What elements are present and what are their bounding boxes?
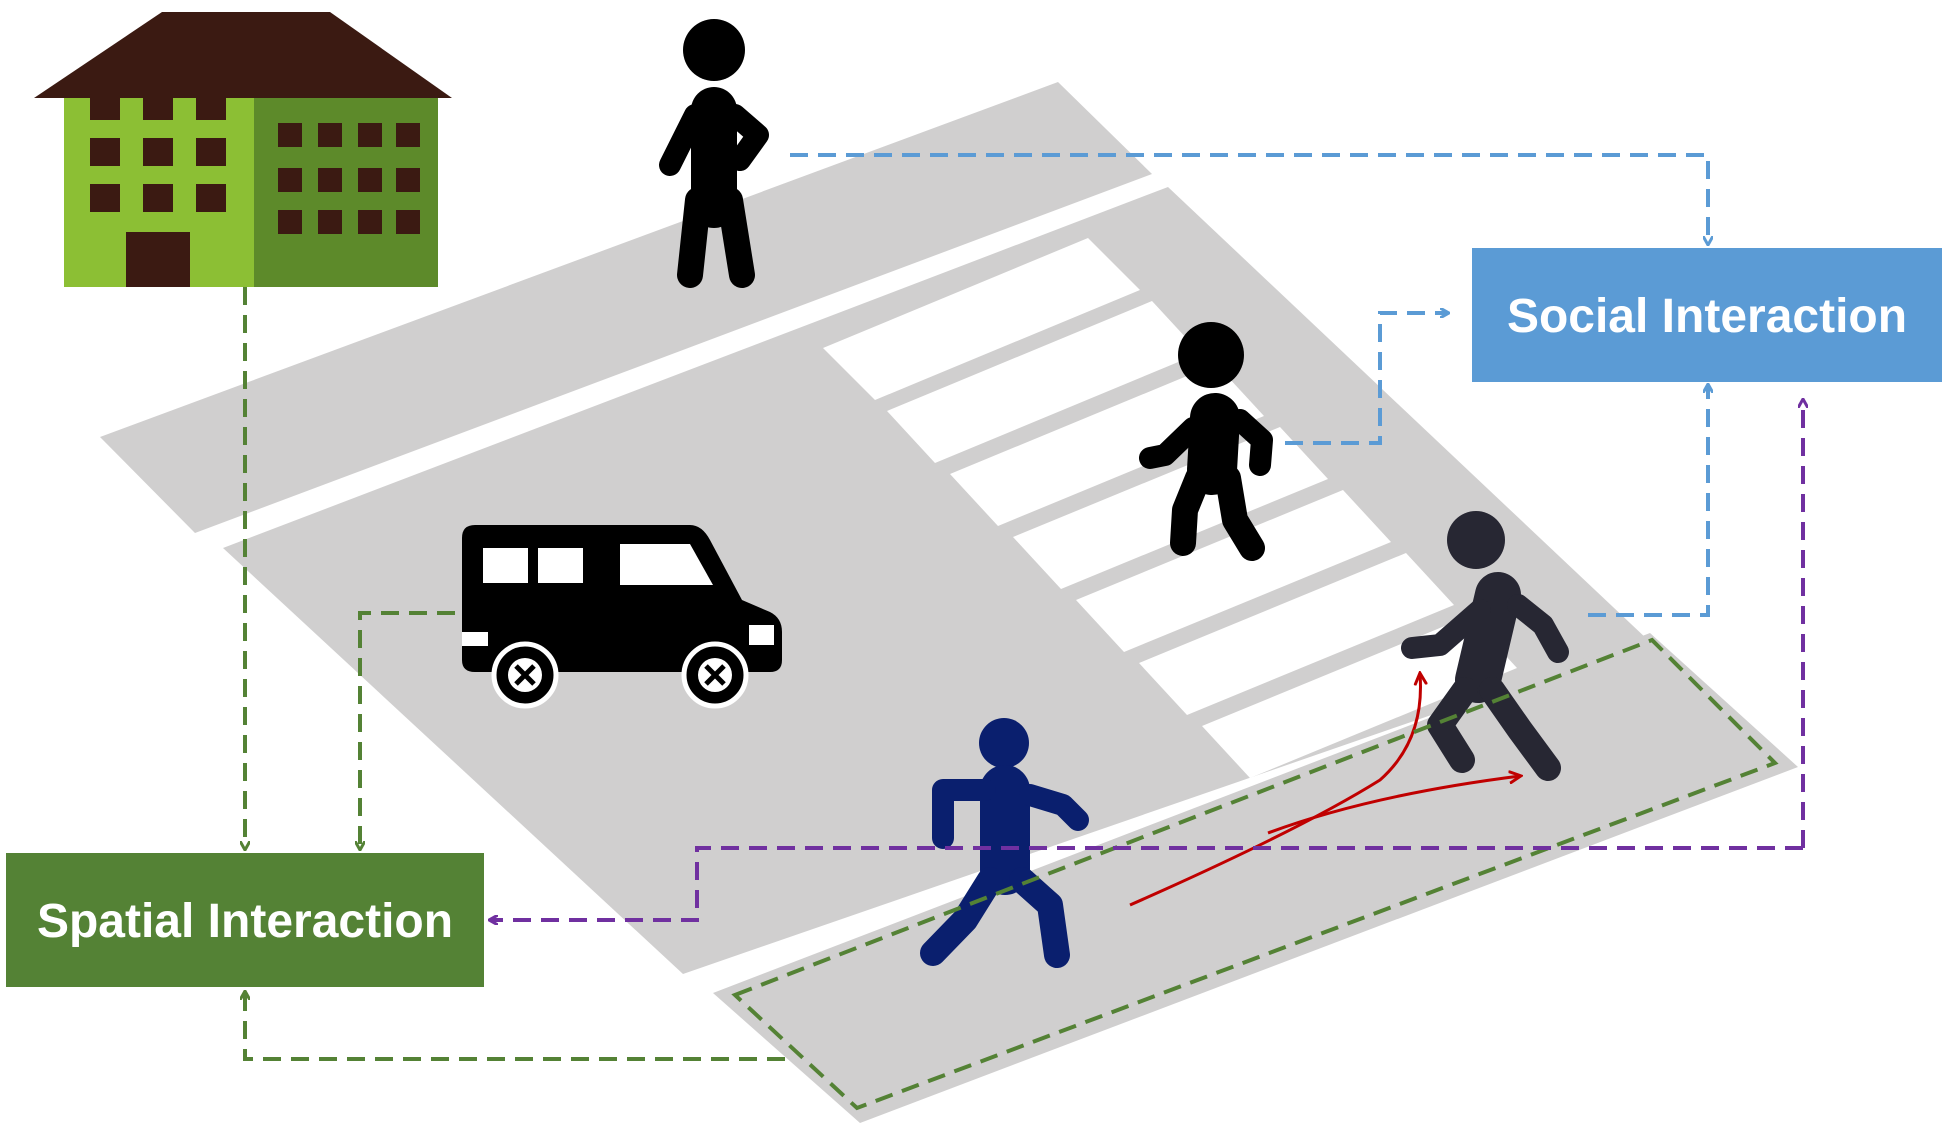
spatial-interaction-label: Spatial Interaction xyxy=(37,895,453,948)
spatial-links xyxy=(245,287,785,1061)
target-links xyxy=(490,400,1803,920)
target-pedestrian-icon xyxy=(920,718,1089,968)
predicted-trajectories xyxy=(1129,674,1520,907)
crossing-pedestrian-icon xyxy=(1139,322,1273,561)
social-interaction-label: Social Interaction xyxy=(1507,290,1907,343)
trajectory-arrow-lower xyxy=(1267,776,1520,835)
roadway xyxy=(223,187,1648,974)
link-nearby-to-social xyxy=(1588,385,1708,617)
van-wheel-rear xyxy=(491,641,559,709)
link-van-to-spatial xyxy=(360,611,455,849)
trajectory-arrow-upper xyxy=(1129,674,1421,907)
link-crossing-to-social xyxy=(1285,313,1448,445)
link-sidewalk-to-spatial xyxy=(245,992,785,1061)
building-icon xyxy=(34,12,452,287)
walkable-area-outline xyxy=(731,637,1779,1111)
spatial-interaction-box: Spatial Interaction xyxy=(6,853,484,987)
van-wheel-front xyxy=(681,641,749,709)
nearby-pedestrian-icon xyxy=(1401,511,1569,781)
pedestrian-icon xyxy=(659,19,769,288)
crosswalk xyxy=(823,238,1517,778)
van-icon xyxy=(462,525,782,709)
social-interaction-box: Social Interaction xyxy=(1472,248,1942,382)
social-links xyxy=(790,153,1708,617)
far-sidewalk xyxy=(100,82,1152,533)
